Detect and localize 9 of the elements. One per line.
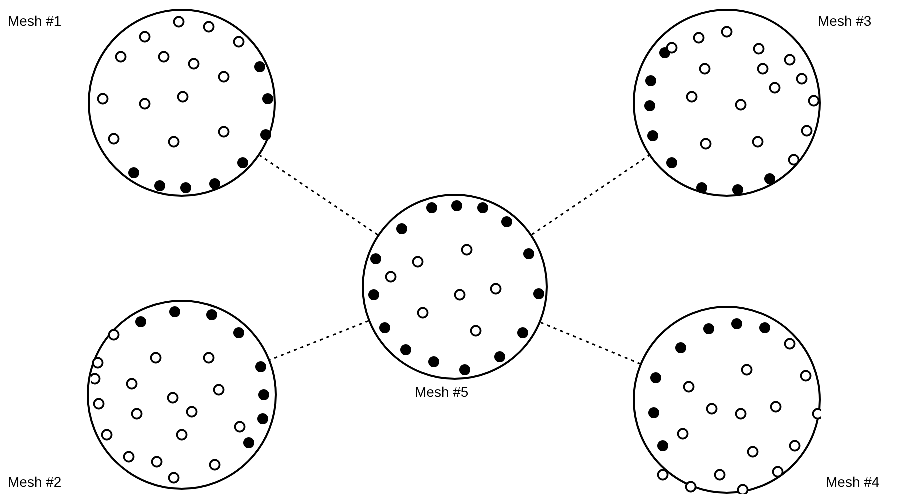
mesh-label: Mesh #3 (818, 12, 872, 30)
dotted-connector (532, 155, 650, 236)
mesh-label: Mesh #1 (8, 12, 62, 30)
dotted-connector (270, 320, 369, 361)
mesh-label: Mesh #2 (8, 473, 62, 491)
dotted-connector (260, 154, 378, 236)
dotted-connector (540, 322, 640, 365)
mesh-label: Mesh #5 (415, 383, 469, 401)
mesh-label: Mesh #4 (826, 473, 880, 491)
